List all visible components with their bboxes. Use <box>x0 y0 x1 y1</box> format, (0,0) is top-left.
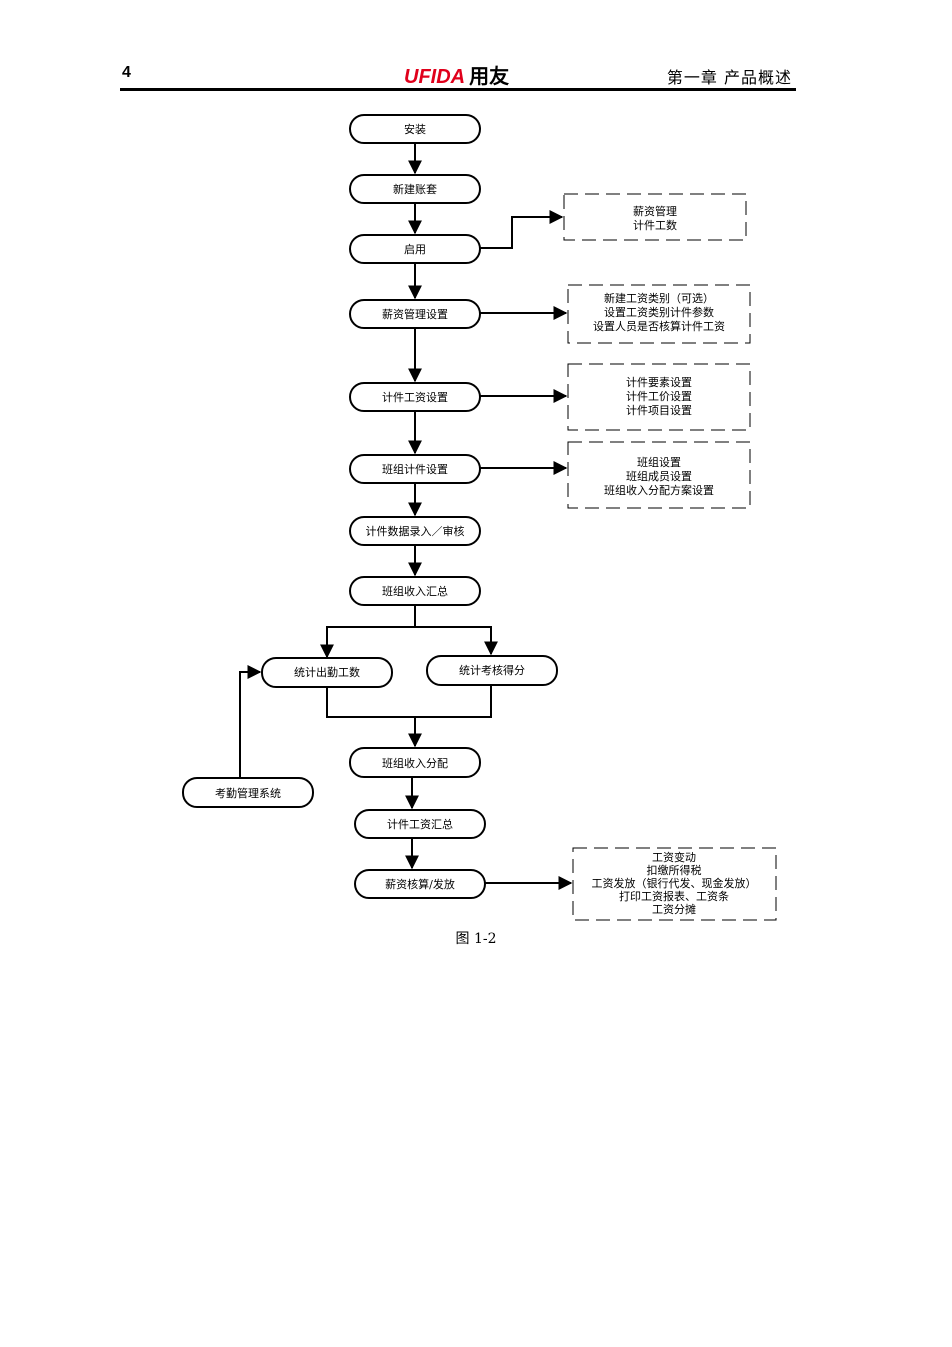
node-team-income-summary <box>349 576 481 606</box>
node-assessment-stats <box>426 655 558 686</box>
label-team-income-summary: 班组收入汇总 <box>382 584 448 598</box>
label-new-account: 新建账套 <box>393 182 437 196</box>
node-piece-wage-summary <box>354 809 486 839</box>
note-enable-2: 计件工数 <box>633 219 677 232</box>
node-salary-setup <box>349 299 481 329</box>
node-new-account <box>349 174 481 204</box>
node-labels: 安装 新建账套 启用 薪资管理设置 计件工资设置 班组计件设置 计件数据录入／审… <box>215 122 525 891</box>
label-assessment-stats: 统计考核得分 <box>459 663 525 677</box>
node-install <box>349 114 481 144</box>
note-team-setup-3: 班组收入分配方案设置 <box>604 483 714 497</box>
note-box-piece-setup <box>567 363 751 431</box>
note-salary-calc-3: 工资发放（银行代发、现金发放） <box>592 876 757 890</box>
note-salary-calc-4: 打印工资报表、工资条 <box>619 889 729 903</box>
note-team-setup-1: 班组设置 <box>637 455 681 469</box>
label-salary-calc-pay: 薪资核算/发放 <box>385 877 455 891</box>
note-salary-calc-2: 扣缴所得税 <box>647 863 702 877</box>
note-box-salary-calc <box>572 847 777 921</box>
note-piece-setup-2: 计件工价设置 <box>626 390 692 403</box>
node-team-income-allocation <box>349 747 481 778</box>
label-data-entry: 计件数据录入／审核 <box>366 524 465 538</box>
node-data-entry <box>349 516 481 546</box>
node-attendance-stats <box>261 657 393 688</box>
note-box-team-setup <box>567 441 751 509</box>
flow-nodes <box>182 114 558 899</box>
node-enable <box>349 234 481 264</box>
header-rule <box>120 88 796 91</box>
note-enable-1: 薪资管理 <box>633 204 677 218</box>
label-piece-setup: 计件工资设置 <box>382 391 448 404</box>
note-salary-setup-3: 设置人员是否核算计件工资 <box>593 319 725 333</box>
figure-caption: 图 1-2 <box>455 931 497 947</box>
label-enable: 启用 <box>404 243 426 256</box>
note-piece-setup-1: 计件要素设置 <box>626 376 692 389</box>
note-salary-setup-1: 新建工资类别（可选） <box>604 291 714 305</box>
note-salary-calc-1: 工资变动 <box>652 850 696 864</box>
note-box-enable <box>563 193 747 241</box>
node-salary-calc-pay <box>354 869 486 899</box>
label-install: 安装 <box>404 122 426 136</box>
flow-connectors <box>239 143 573 890</box>
note-salary-setup-2: 设置工资类别计件参数 <box>604 305 714 319</box>
node-piece-setup <box>349 382 481 412</box>
node-team-setup <box>349 454 481 484</box>
note-boxes <box>563 193 777 921</box>
label-attendance-system: 考勤管理系统 <box>215 786 281 800</box>
note-piece-setup-3: 计件项目设置 <box>626 404 692 417</box>
brand-name: UFIDA <box>404 66 466 88</box>
label-team-income-allocation: 班组收入分配 <box>382 756 448 770</box>
label-salary-setup: 薪资管理设置 <box>382 307 448 321</box>
label-attendance-stats: 统计出勤工数 <box>294 665 360 679</box>
note-salary-calc-5: 工资分摊 <box>652 902 696 916</box>
label-piece-wage-summary: 计件工资汇总 <box>387 817 453 831</box>
node-attendance-system <box>182 777 314 808</box>
note-labels: 薪资管理 计件工数 新建工资类别（可选） 设置工资类别计件参数 设置人员是否核算… <box>592 204 757 916</box>
label-team-setup: 班组计件设置 <box>382 462 448 476</box>
note-box-salary-setup <box>567 284 751 344</box>
brand-name-cn: 用友 <box>469 66 510 88</box>
note-team-setup-2: 班组成员设置 <box>626 469 692 483</box>
chapter-title: 第一章 产品概述 <box>666 68 792 87</box>
page-number: 4 <box>122 64 131 81</box>
